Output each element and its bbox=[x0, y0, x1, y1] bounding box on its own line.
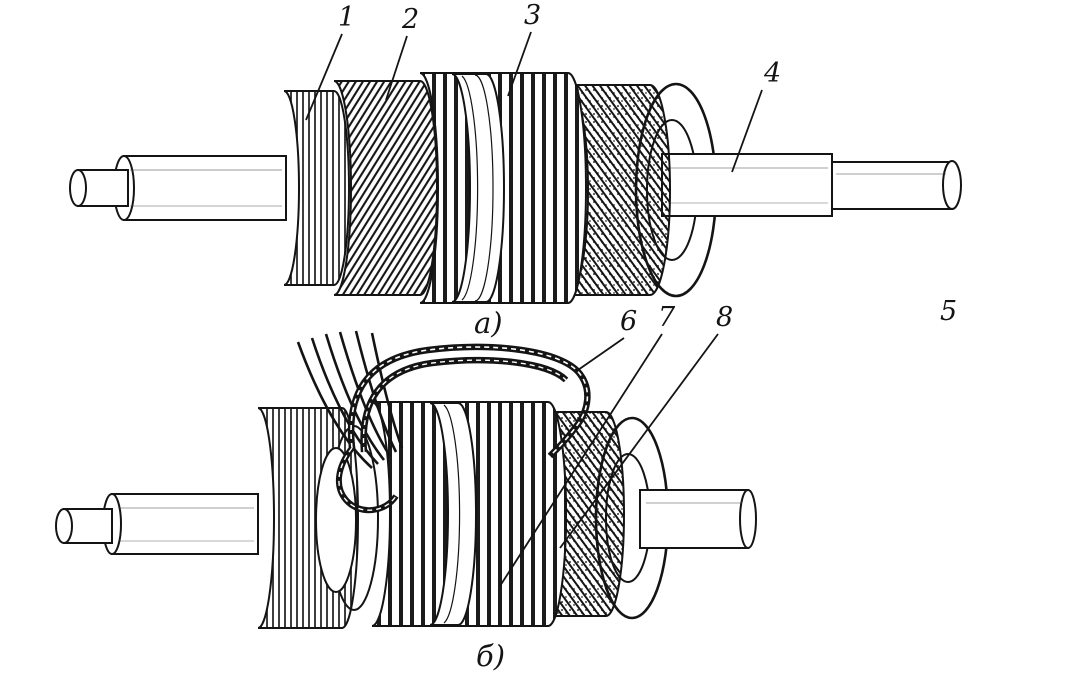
leader-1 bbox=[305, 33, 343, 121]
slotted-core-b bbox=[371, 401, 567, 627]
core-bandage-b bbox=[429, 402, 477, 626]
part-label-3: 3 bbox=[524, 0, 541, 31]
leader-2 bbox=[385, 35, 408, 101]
slotted-core-a bbox=[419, 72, 587, 304]
part-label-5: 5 bbox=[940, 296, 957, 327]
leader-4 bbox=[731, 89, 763, 173]
shaft-left-a bbox=[69, 155, 287, 221]
caption-view-b: б) bbox=[476, 639, 505, 673]
winding-end-left-b bbox=[257, 407, 359, 629]
part-label-4: 4 bbox=[763, 58, 781, 89]
winding-end-left-a bbox=[333, 80, 438, 296]
rotor-view-b: 6 7 8 б) bbox=[55, 302, 757, 673]
part-label-2: 2 bbox=[401, 4, 419, 35]
leader-7 bbox=[499, 333, 663, 587]
binding-cord bbox=[335, 343, 591, 514]
winding-hollow-b bbox=[315, 447, 357, 593]
part-label-6: 6 bbox=[620, 306, 637, 337]
winding-end-right-a bbox=[567, 84, 671, 296]
part-label-1: 1 bbox=[338, 2, 355, 33]
leader-8 bbox=[559, 333, 719, 549]
front-band-a bbox=[283, 90, 350, 286]
caption-view-a: а) bbox=[474, 306, 503, 340]
rotor-view-a: 1 2 3 4 5 а) bbox=[69, 0, 962, 340]
part-label-8: 8 bbox=[716, 302, 733, 333]
shaft-left-b bbox=[55, 493, 259, 555]
shaft-right-b bbox=[639, 489, 757, 549]
part-label-7: 7 bbox=[658, 302, 676, 333]
leader-3 bbox=[507, 31, 532, 97]
leader-6 bbox=[577, 337, 625, 371]
shaft-right-a bbox=[661, 153, 962, 217]
